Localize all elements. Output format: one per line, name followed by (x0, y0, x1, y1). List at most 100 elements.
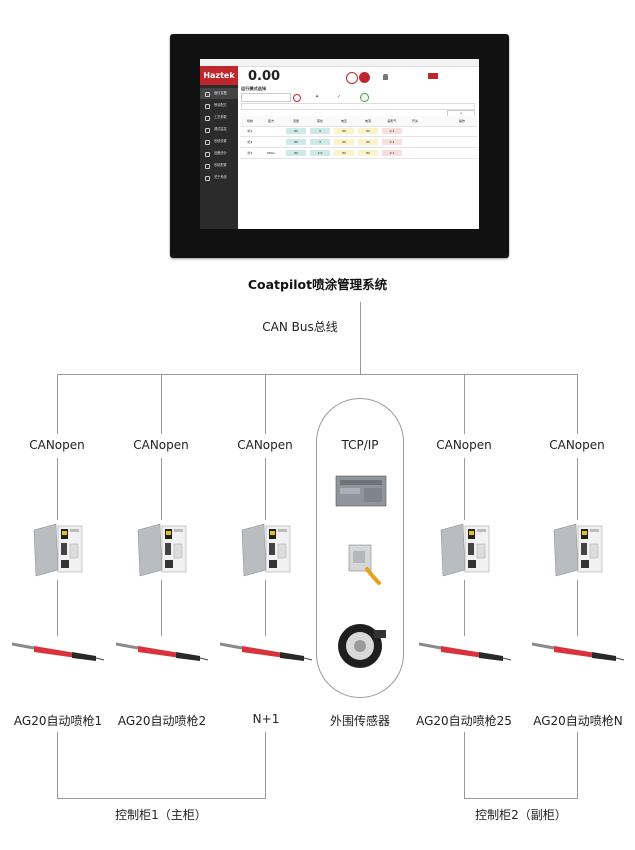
cabinet1-left-line (57, 732, 58, 799)
controller-drive-6 (553, 523, 603, 577)
table-cell (428, 128, 446, 134)
sidebar-item-2[interactable]: 喷涂配方 (200, 100, 238, 111)
table-cell: P8G1 (267, 151, 275, 155)
drop-line-5 (464, 374, 465, 434)
device-label-1: AG20自动喷枪1 (13, 714, 103, 728)
protocol-label-1: CANopen (29, 438, 85, 452)
controller-drive-5 (440, 523, 490, 577)
sidebar-item-7[interactable]: 系统配置 (200, 160, 238, 171)
table-cell: 2.0 (310, 150, 330, 156)
wand-icon[interactable]: ✦ (315, 94, 320, 100)
device-label-6: AG20自动喷枪N (533, 714, 623, 728)
monitor: Haztek CoatPilot Haztek 设计文档 喷涂配方 工艺参数 调… (170, 34, 509, 258)
params-icon (205, 116, 210, 121)
sidebar-item-8[interactable]: 关于系统 (200, 172, 238, 183)
mode-select[interactable] (241, 93, 291, 102)
table-cell: 0.1 (382, 139, 402, 145)
sensor-group (316, 398, 404, 698)
link-line-3 (265, 458, 266, 520)
total-value: 0.00 (248, 69, 281, 84)
alarm-icon[interactable] (428, 73, 438, 79)
stats-icon (205, 152, 210, 157)
spray-gun-6 (532, 642, 625, 661)
config-icon (205, 164, 210, 169)
info-icon (205, 176, 210, 181)
table-cell (406, 139, 424, 145)
table-cell: 80 (334, 139, 354, 145)
link-line-5 (464, 458, 465, 520)
drop-line-3 (265, 374, 266, 434)
spray-gun-1 (12, 642, 105, 661)
protocol-label-3: CANopen (237, 438, 293, 452)
table-cell: 80 (286, 139, 306, 145)
protocol-label-2: CANopen (133, 438, 189, 452)
user-icon (383, 74, 388, 80)
cabinet2-bottom-line (464, 798, 578, 799)
controller-drive-1 (33, 523, 83, 577)
app-main: 0.00 运行模式选择 ✦ ✓ + 喷枪 配方 流量 雾化 电压 电流 (238, 66, 479, 229)
table-cell: 3 (310, 128, 330, 134)
drive-gun-line-1 (57, 580, 58, 636)
system-title: Coatpilot喷涂管理系统 (247, 277, 388, 292)
app-screen: Haztek CoatPilot Haztek 设计文档 喷涂配方 工艺参数 调… (200, 59, 479, 229)
cabinet-label-2: 控制柜2（副柜） (475, 808, 567, 822)
table-cell (428, 139, 446, 145)
drop-line-6 (577, 374, 578, 434)
monitor-icon (205, 128, 210, 133)
table-cell (406, 150, 424, 156)
sidebar-item-5[interactable]: 系统设置 (200, 136, 238, 147)
drive-gun-line-2 (161, 580, 162, 636)
protocol-label-6: CANopen (549, 438, 605, 452)
search-bar[interactable] (241, 103, 475, 110)
table-header: 喷枪 配方 流量 雾化 电压 电流 扇形气 开关 操作 (240, 116, 477, 127)
table-row[interactable]: 喷2 80 3 80 80 0.1 (240, 137, 477, 148)
drive-gun-line-3 (265, 580, 266, 636)
cabinet2-right-line (577, 732, 578, 799)
stop-icon[interactable] (346, 72, 358, 84)
rotary-encoder-icon (338, 624, 386, 668)
cabinet1-bottom-line (57, 798, 266, 799)
drive-gun-line-6 (577, 580, 578, 636)
table-cell: 80 (358, 139, 378, 145)
clean-icon[interactable]: ✓ (337, 94, 342, 100)
sidebar-item-1[interactable]: 设计文档 (200, 88, 238, 99)
drive-gun-line-5 (464, 580, 465, 636)
table-cell: 80 (286, 150, 306, 156)
device-label-4: 外围传感器 (329, 714, 390, 728)
device-label-5: AG20自动喷枪25 (416, 714, 512, 728)
sidebar-item-6[interactable]: 设备统计 (200, 148, 238, 159)
app-sidebar: Haztek 设计文档 喷涂配方 工艺参数 调试监控 系统设置 设备统计 系统配… (200, 66, 238, 229)
play-icon[interactable] (360, 93, 369, 102)
record-icon[interactable] (293, 94, 301, 102)
drop-line-1 (57, 374, 58, 434)
bus-trunk-line (360, 302, 361, 374)
recipe-icon (205, 104, 210, 109)
spray-gun-2 (116, 642, 209, 661)
table-cell: 80 (334, 128, 354, 134)
table-cell (262, 128, 280, 134)
table-cell (406, 128, 424, 134)
table-cell: 80 (358, 128, 378, 134)
cabinet-label-1: 控制柜1（主柜） (115, 808, 207, 822)
table-cell: 喷1 (247, 129, 253, 133)
bus-label: CAN Bus总线 (262, 320, 338, 334)
doc-icon (205, 92, 210, 97)
table-cell: 3 (310, 139, 330, 145)
table-cell: 80 (358, 150, 378, 156)
device-label-3: N+1 (252, 712, 280, 726)
table-cell: 80 (286, 128, 306, 134)
device-label-2: AG20自动喷枪2 (117, 714, 207, 728)
table-cell (262, 139, 280, 145)
sidebar-item-4[interactable]: 调试监控 (200, 124, 238, 135)
proximity-sensor-icon (348, 544, 381, 585)
pause-icon[interactable] (359, 72, 370, 83)
table-cell: 喷2 (247, 140, 253, 144)
link-line-6 (577, 458, 578, 520)
sidebar-item-3[interactable]: 工艺参数 (200, 112, 238, 123)
controller-drive-2 (137, 523, 187, 577)
settings-icon (205, 140, 210, 145)
table-cell: 喷3 (247, 151, 253, 155)
table-cell (452, 139, 472, 145)
